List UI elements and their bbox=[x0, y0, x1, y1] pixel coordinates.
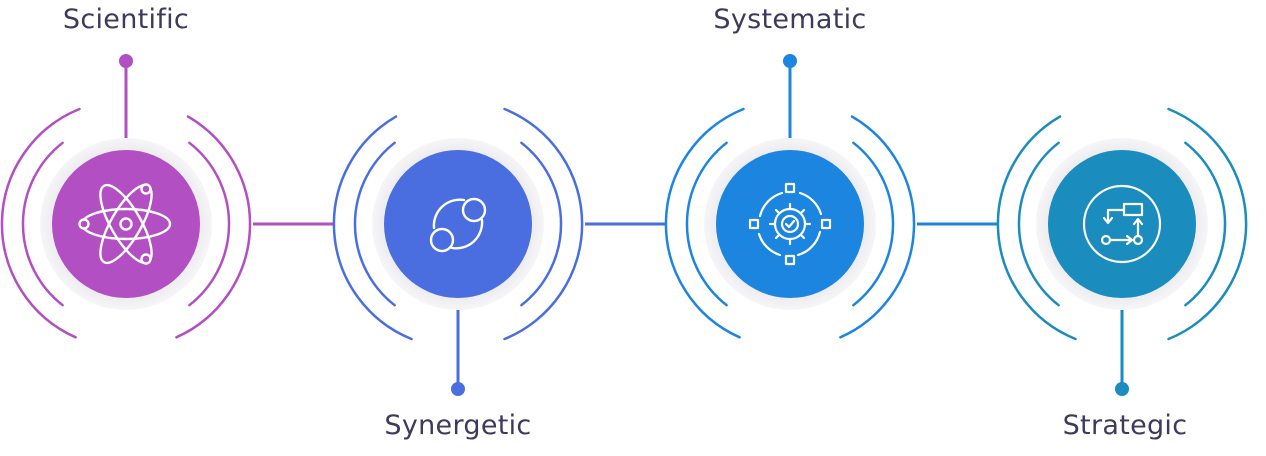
node-rings bbox=[996, 107, 1248, 341]
node-ring-arc bbox=[503, 107, 584, 341]
node-ring-arc bbox=[21, 141, 64, 307]
node-ring-arc bbox=[520, 141, 563, 307]
node-ring-arc bbox=[996, 115, 1077, 341]
atom-icon bbox=[78, 183, 172, 265]
orbit-icon bbox=[429, 197, 487, 253]
node-ring-arc bbox=[685, 141, 728, 307]
step-label-scientific: Scientific bbox=[62, 4, 190, 35]
node-stem-dot bbox=[451, 382, 465, 396]
node-stem-dot bbox=[119, 54, 133, 68]
step-node-scientific bbox=[0, 54, 252, 339]
step-label-synergetic: Synergetic bbox=[384, 410, 532, 441]
node-ring-arc bbox=[1184, 141, 1227, 307]
node-circle bbox=[384, 150, 532, 298]
node-ring-arc bbox=[852, 141, 895, 307]
node-rings bbox=[664, 107, 916, 339]
node-stem-dot bbox=[783, 54, 797, 68]
node-circle bbox=[52, 150, 200, 298]
node-circle bbox=[1048, 150, 1196, 298]
node-ring-arc bbox=[1017, 141, 1060, 307]
node-ring-arc bbox=[1167, 107, 1248, 341]
node-ring-arc bbox=[332, 115, 413, 341]
gear-cycle-icon bbox=[748, 182, 832, 266]
node-ring-arc bbox=[353, 141, 396, 307]
node-ring-arc bbox=[664, 107, 745, 339]
node-rings bbox=[0, 107, 252, 339]
node-ring-arc bbox=[175, 115, 252, 339]
step-node-synergetic bbox=[332, 107, 584, 396]
node-rings bbox=[332, 107, 584, 341]
step-node-systematic bbox=[664, 54, 916, 339]
node-ring-arc bbox=[0, 107, 81, 339]
node-ring-arc bbox=[839, 115, 916, 339]
step-label-systematic: Systematic bbox=[713, 4, 867, 35]
node-ring-arc bbox=[188, 141, 231, 307]
node-stem-dot bbox=[1115, 382, 1129, 396]
flowchart-icon bbox=[1082, 184, 1162, 264]
step-label-strategic: Strategic bbox=[1062, 410, 1188, 441]
node-circle bbox=[716, 150, 864, 298]
step-node-strategic bbox=[996, 107, 1248, 396]
